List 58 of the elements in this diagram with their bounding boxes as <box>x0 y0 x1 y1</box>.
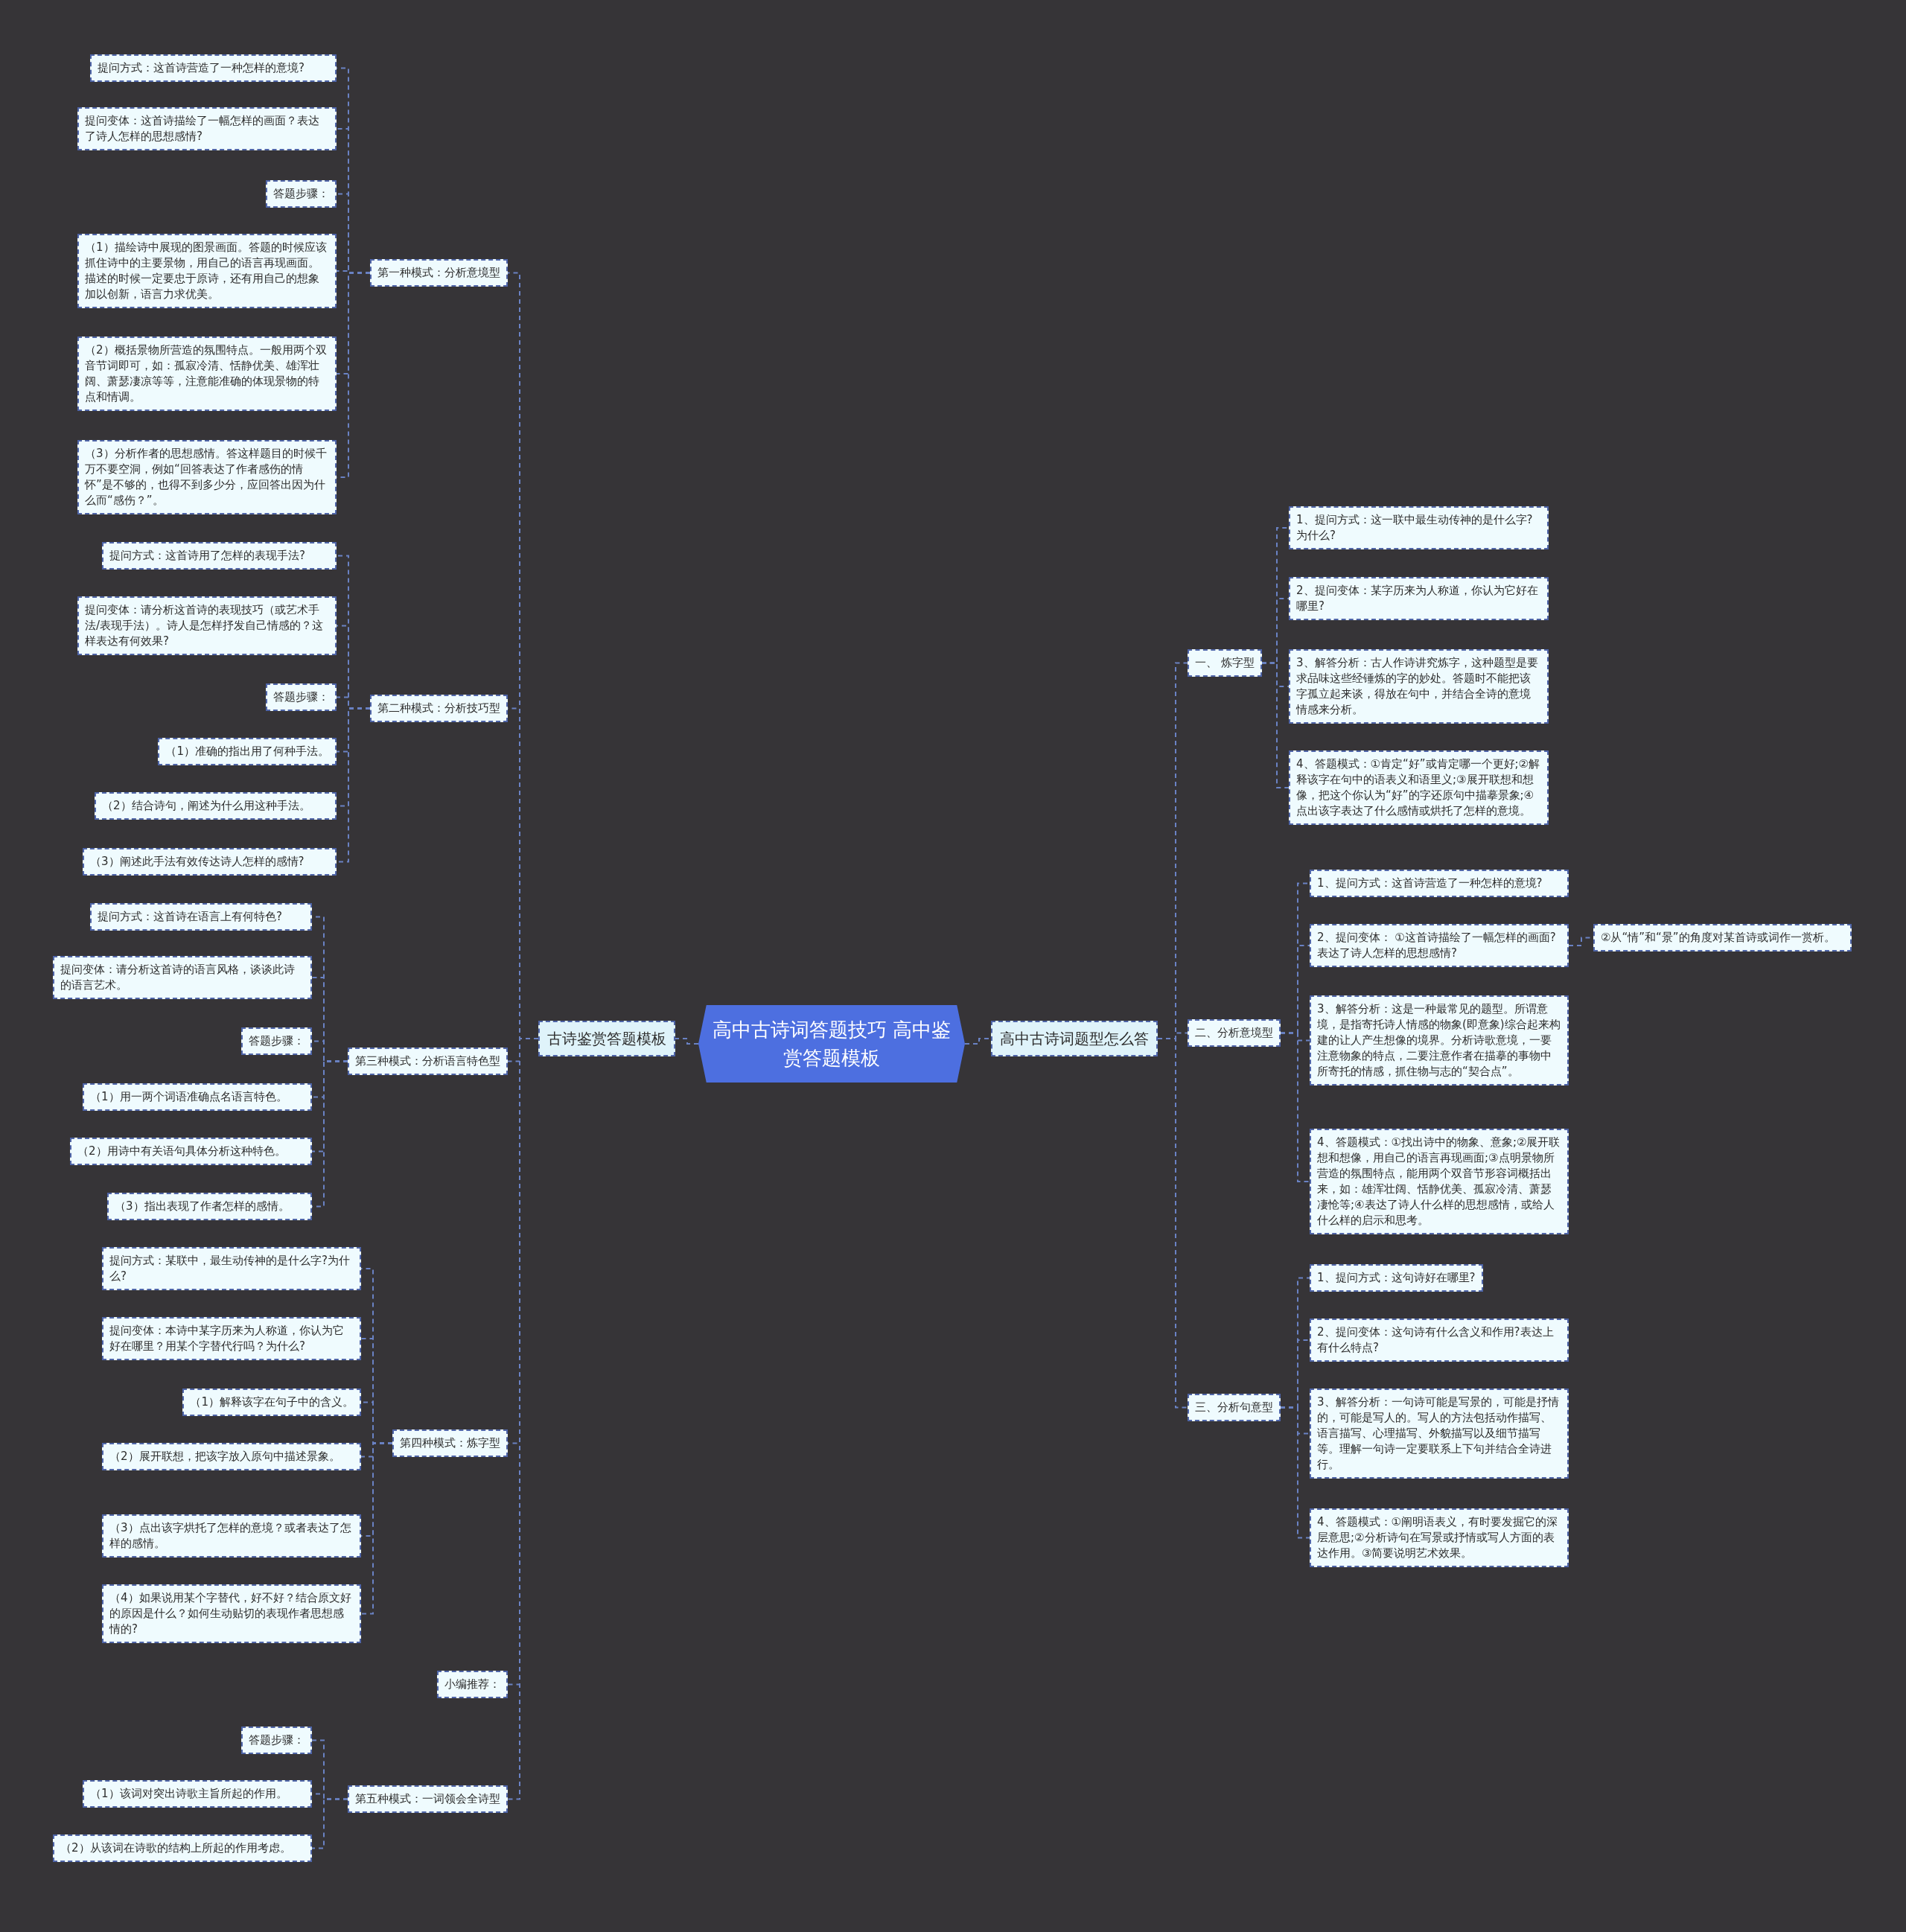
text-box: 答题步骤： <box>241 1727 312 1754</box>
text-box: 提问变体：这首诗描绘了一幅怎样的画面？表达了诗人怎样的思想感情? <box>77 107 337 150</box>
category-box: 第二种模式：分析技巧型 <box>370 695 508 722</box>
branch-box: 高中古诗词题型怎么答 <box>991 1021 1158 1056</box>
text-box: 提问变体：请分析这首诗的语言风格，谈谈此诗的语言艺术。 <box>53 956 312 999</box>
category-box: 第三种模式：分析语言特色型 <box>348 1048 508 1075</box>
text-box: 2、提问变体：某字历来为人称道，你认为它好在哪里? <box>1289 577 1549 620</box>
connector <box>1260 662 1290 788</box>
text-box: 答题步骤： <box>241 1027 312 1055</box>
text-box: （2）用诗中有关语句具体分析这种特色。 <box>70 1138 312 1165</box>
text-box: 4、答题模式：①肯定“好”或肯定哪一个更好;②解释该字在句中的语表义和语里义;③展开联想和想像，把这个你认为“好”的字还原句中描摹景象;④点出该字表达了什么感情或烘托了怎样的意境。 <box>1289 750 1549 825</box>
text-box: 提问方式：某联中，最生动传神的是什么字?为什么? <box>102 1247 361 1290</box>
text-box: 提问方式：这首诗在语言上有何特色? <box>90 903 312 931</box>
central-topic: 高中古诗词答题技巧 高中鉴赏答题模板 <box>698 1005 965 1083</box>
text-box: （3）点出该字烘托了怎样的意境？或者表达了怎样的感情。 <box>102 1514 361 1558</box>
connector <box>675 1038 699 1045</box>
text-box: （3）指出表现了作者怎样的感情。 <box>107 1193 312 1220</box>
text-box: （2）结合诗句，阐述为什么用这种手法。 <box>95 792 337 820</box>
text-box: （1）用一两个词语准确点名语言特色。 <box>83 1083 312 1111</box>
text-box: （2）从该词在诗歌的结构上所起的作用考虑。 <box>53 1834 312 1862</box>
text-box: （2）概括景物所营造的氛围特点。一般用两个双音节词即可，如：孤寂冷清、恬静优美、雄浑壮阔、萧瑟凄凉等等，注意能准确的体现景物的特点和情调。 <box>77 337 337 411</box>
text-box: （1）该词对突出诗歌主旨所起的作用。 <box>83 1780 312 1808</box>
text-box: 3、解答分析：这是一种最常见的题型。所谓意境，是指寄托诗人情感的物象(即意象)综合起来构建的让人产生想像的境界。分析诗歌意境，一要注意物象的特点，二要注意作者在描摹的事物中所寄托的情感，抓住物与志的“契合点”。 <box>1310 995 1569 1085</box>
text-box: （2）展开联想，把该字放入原句中描述景象。 <box>102 1443 361 1470</box>
connector <box>1280 1032 1310 1182</box>
category-box: 第四种模式：炼字型 <box>392 1429 508 1457</box>
text-box: 2、提问变体：这句诗有什么含义和作用?表达上有什么特点? <box>1310 1319 1569 1362</box>
text-box: （1）描绘诗中展现的图景画面。答题的时候应该抓住诗中的主要景物，用自己的语言再现画面。描述的时候一定要忠于原诗，还有用自己的想象加以创新，语言力求优美。 <box>77 234 337 308</box>
text-box: 答题步骤： <box>266 180 337 208</box>
category-box: 二、分析意境型 <box>1188 1019 1281 1047</box>
connector <box>311 1798 348 1849</box>
text-box: ②从“情”和“景”的角度对某首诗或词作一赏析。 <box>1593 924 1852 951</box>
connector <box>360 1442 393 1615</box>
text-box: 提问变体：请分析这首诗的表现技巧（或艺术手法/表现手法）。诗人是怎样抒发自己情感的？这样表达有何效果? <box>77 596 337 655</box>
text-box: （1）解释该字在句子中的含义。 <box>182 1389 361 1416</box>
text-box: 3、解答分析：一句诗可能是写景的，可能是抒情的，可能是写人的。写人的方法包括动作描写、语言描写、心理描写、外貌描写以及细节描写等。理解一句诗一定要联系上下句并结合全诗进行。 <box>1310 1389 1569 1479</box>
text-box: 4、答题模式：①找出诗中的物象、意象;②展开联想和想像，用自己的语言再现画面;③点明景物所营造的氛围特点，能用两个双音节形容词概括出来，如：雄浑壮阔、恬静优美、孤寂冷清、萧瑟凄怆等;④表达了诗人什么样的思想感情，或给人什么样的启示和思考。 <box>1310 1129 1569 1234</box>
category-box: 一、 炼字型 <box>1188 649 1262 677</box>
text-box: 提问变体：本诗中某字历来为人称道，你认为它好在哪里？用某个字替代行吗？为什么? <box>102 1317 361 1360</box>
branch-box: 古诗鉴赏答题模板 <box>538 1021 675 1056</box>
text-box: （3）分析作者的思想感情。答这样题目的时候千万不要空洞，例如“回答表达了作者感伤的情怀”是不够的，也得不到多少分，应回答出因为什么而“感伤？”。 <box>77 440 337 514</box>
text-box: 3、解答分析：古人作诗讲究炼字，这种题型是要求品味这些经锤炼的字的妙处。答题时不能把该字孤立起来谈，得放在句中，并结合全诗的意境情感来分析。 <box>1289 649 1549 724</box>
text-box: 1、提问方式：这一联中最生动传神的是什么字?为什么? <box>1289 506 1549 549</box>
category-box: 第五种模式：一词领会全诗型 <box>348 1785 508 1813</box>
text-box: （4）如果说用某个字替代，好不好？结合原文好的原因是什么？如何生动贴切的表现作者思想感情的? <box>102 1584 361 1643</box>
text-box: 2、提问变体： ①这首诗描绘了一幅怎样的画面?表达了诗人怎样的思想感情? <box>1310 924 1569 967</box>
text-box: 答题步骤： <box>266 683 337 711</box>
text-box: 提问方式：这首诗营造了一种怎样的意境? <box>90 54 337 82</box>
text-box: （1）准确的指出用了何种手法。 <box>158 738 337 765</box>
text-box: （3）阐述此手法有效传达诗人怎样的感情? <box>83 848 337 876</box>
text-box: 1、提问方式：这首诗营造了一种怎样的意境? <box>1310 870 1569 897</box>
connector <box>1280 1406 1310 1539</box>
category-box: 三、分析句意型 <box>1188 1394 1281 1421</box>
text-box: 1、提问方式：这句诗好在哪里? <box>1310 1264 1483 1292</box>
category-box: 小编推荐： <box>437 1671 508 1698</box>
text-box: 提问方式：这首诗用了怎样的表现手法? <box>102 542 337 570</box>
text-box: 4、答题模式：①阐明语表义，有时要发掘它的深层意思;②分析诗句在写景或抒情或写人方面的表达作用。③简要说明艺术效果。 <box>1310 1508 1569 1567</box>
category-box: 第一种模式：分析意境型 <box>370 259 508 287</box>
